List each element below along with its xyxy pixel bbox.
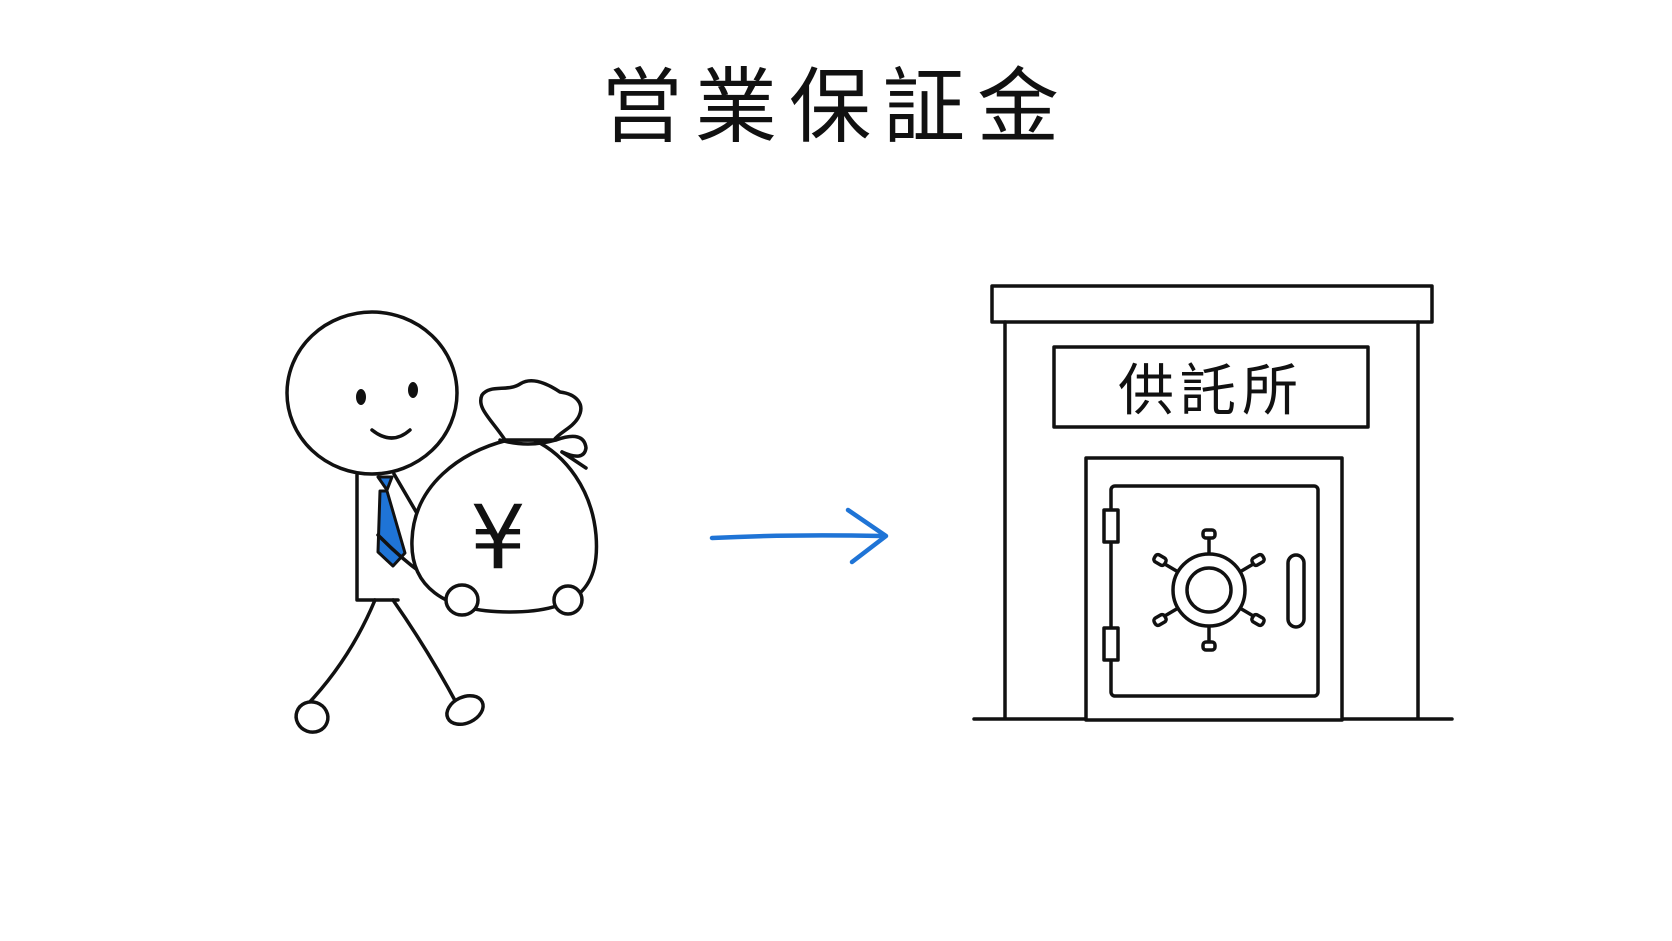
safe-handle	[1286, 553, 1306, 629]
bag-body	[410, 438, 599, 614]
bag-band	[498, 438, 558, 446]
upper-hinge	[1102, 508, 1120, 544]
right-eye	[408, 382, 418, 398]
right-hand	[552, 584, 584, 616]
roof	[990, 284, 1434, 324]
yen-symbol: ¥	[470, 486, 526, 589]
left-foot	[294, 700, 330, 734]
tie-knot	[376, 475, 394, 492]
bag-ruffle	[478, 379, 583, 442]
left-leg	[304, 598, 377, 708]
left-eye	[356, 389, 366, 405]
money-bag-icon: ¥	[410, 379, 599, 617]
sign-board	[1052, 345, 1370, 429]
dial-inner	[1185, 566, 1233, 614]
shirt-right-collar	[392, 472, 420, 517]
head	[285, 310, 459, 476]
arrow-right-icon	[709, 507, 889, 565]
smile	[370, 428, 412, 440]
lower-hinge	[1102, 626, 1120, 662]
sign-text: 供託所	[1118, 359, 1304, 424]
left-hand	[444, 583, 480, 617]
arrow-shaft	[709, 533, 885, 541]
bag-bow-tail	[560, 450, 588, 470]
right-leg	[391, 598, 460, 708]
shirt-left	[355, 473, 400, 602]
stick-figure-businessman	[285, 310, 485, 734]
tie	[376, 489, 407, 568]
safe-icon	[1102, 484, 1320, 698]
arrow-head	[845, 507, 889, 565]
right-foot	[445, 693, 485, 727]
bag-bow-loop	[554, 434, 588, 458]
page-title: 営業保証金	[600, 60, 1071, 155]
